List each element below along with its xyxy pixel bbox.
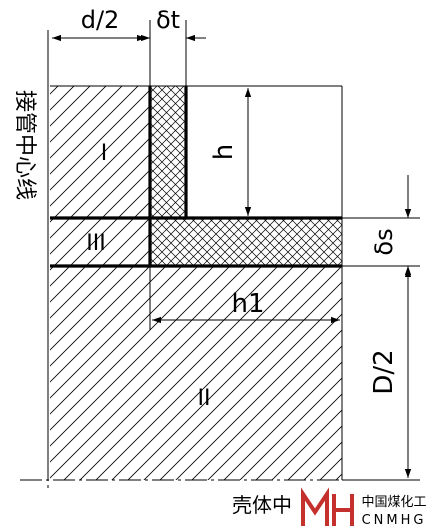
label-D-half: D/2: [369, 349, 399, 394]
label-delta-s: δs: [370, 228, 398, 255]
weld-horizontal: [150, 218, 342, 266]
dimension-lines: [52, 34, 412, 478]
label-region-2: II: [198, 386, 211, 411]
weld-vertical: [150, 86, 186, 218]
thick-boundaries: [50, 86, 342, 268]
label-region-1: I: [101, 141, 108, 166]
label-region-3: III: [86, 231, 105, 256]
region-2-shell: [50, 266, 342, 480]
label-nozzle-centerline: 接管中心线: [12, 90, 37, 200]
region-3-pad: [50, 218, 150, 266]
label-delta-t: δt: [156, 6, 180, 34]
label-h: h: [209, 144, 239, 160]
label-h1: h1: [231, 289, 264, 319]
label-d-half: d/2: [81, 6, 120, 34]
label-shell-centerline: 壳体中: [232, 493, 292, 517]
watermark-org-cn: 中国煤化工: [361, 495, 426, 510]
watermark-org-en: CNMHG: [362, 513, 427, 528]
watermark: 中国煤化工 CNMHG: [298, 487, 427, 530]
region-1-nozzle-wall: [50, 86, 150, 218]
watermark-logo-mark-glyph: [301, 487, 354, 526]
